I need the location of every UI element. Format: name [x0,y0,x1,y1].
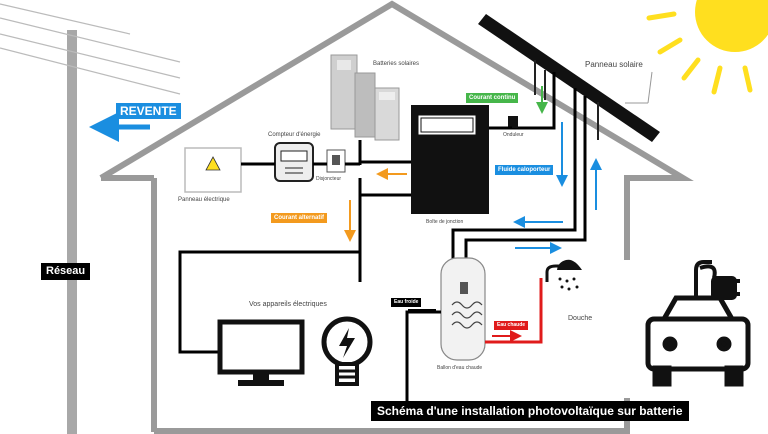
ac-wire [178,178,411,354]
shower-icon [545,259,582,291]
batteries-label: Batteries solaires [373,61,420,67]
compteur-label: Compteur d'énergie [268,132,321,138]
diagram-title: Schéma d'une installation photovoltaïque… [371,401,689,421]
plug-icon [694,260,740,300]
courant-continu-tag: Courant continu [466,93,519,103]
bulb-icon [321,316,373,386]
revente-label: REVENTE [116,103,181,119]
junction-box [411,105,489,214]
water-heater [440,257,486,361]
courant-alternatif-tag: Courant alternatif [271,213,328,223]
cold-water-pipe [405,310,441,418]
battery-bank [330,54,400,141]
tv-icon [217,319,305,386]
disjoncteur-label: Disjoncteur [316,176,342,182]
panel-cables [451,72,587,262]
boite-label: Boîte de jonction [426,219,464,225]
car-icon [645,295,751,387]
panneau-electrique-label: Panneau électrique [178,197,230,203]
onduleur-box [508,116,518,128]
onduleur-label: Onduleur [503,132,524,138]
solar-panel [478,14,660,142]
ballon-label: Ballon d'eau chaude [437,365,483,371]
disjoncteur [326,149,346,173]
douche-label: Douche [568,315,593,322]
electrical-panel [184,147,242,193]
reseau-label: Réseau [41,263,91,280]
utility-pole [0,3,181,434]
panneau-solaire-label: Panneau solaire [585,60,643,69]
fluide-tag: Fluide caloporteur [495,165,554,175]
sun-icon [646,0,768,95]
hot-water-pipe [485,278,543,344]
eau-froide-tag: Eau froide [391,298,422,307]
appareils-label: Vos appareils électriques [249,301,327,308]
eau-chaude-tag: Eau chaude [494,321,529,330]
energy-meter [274,142,314,182]
